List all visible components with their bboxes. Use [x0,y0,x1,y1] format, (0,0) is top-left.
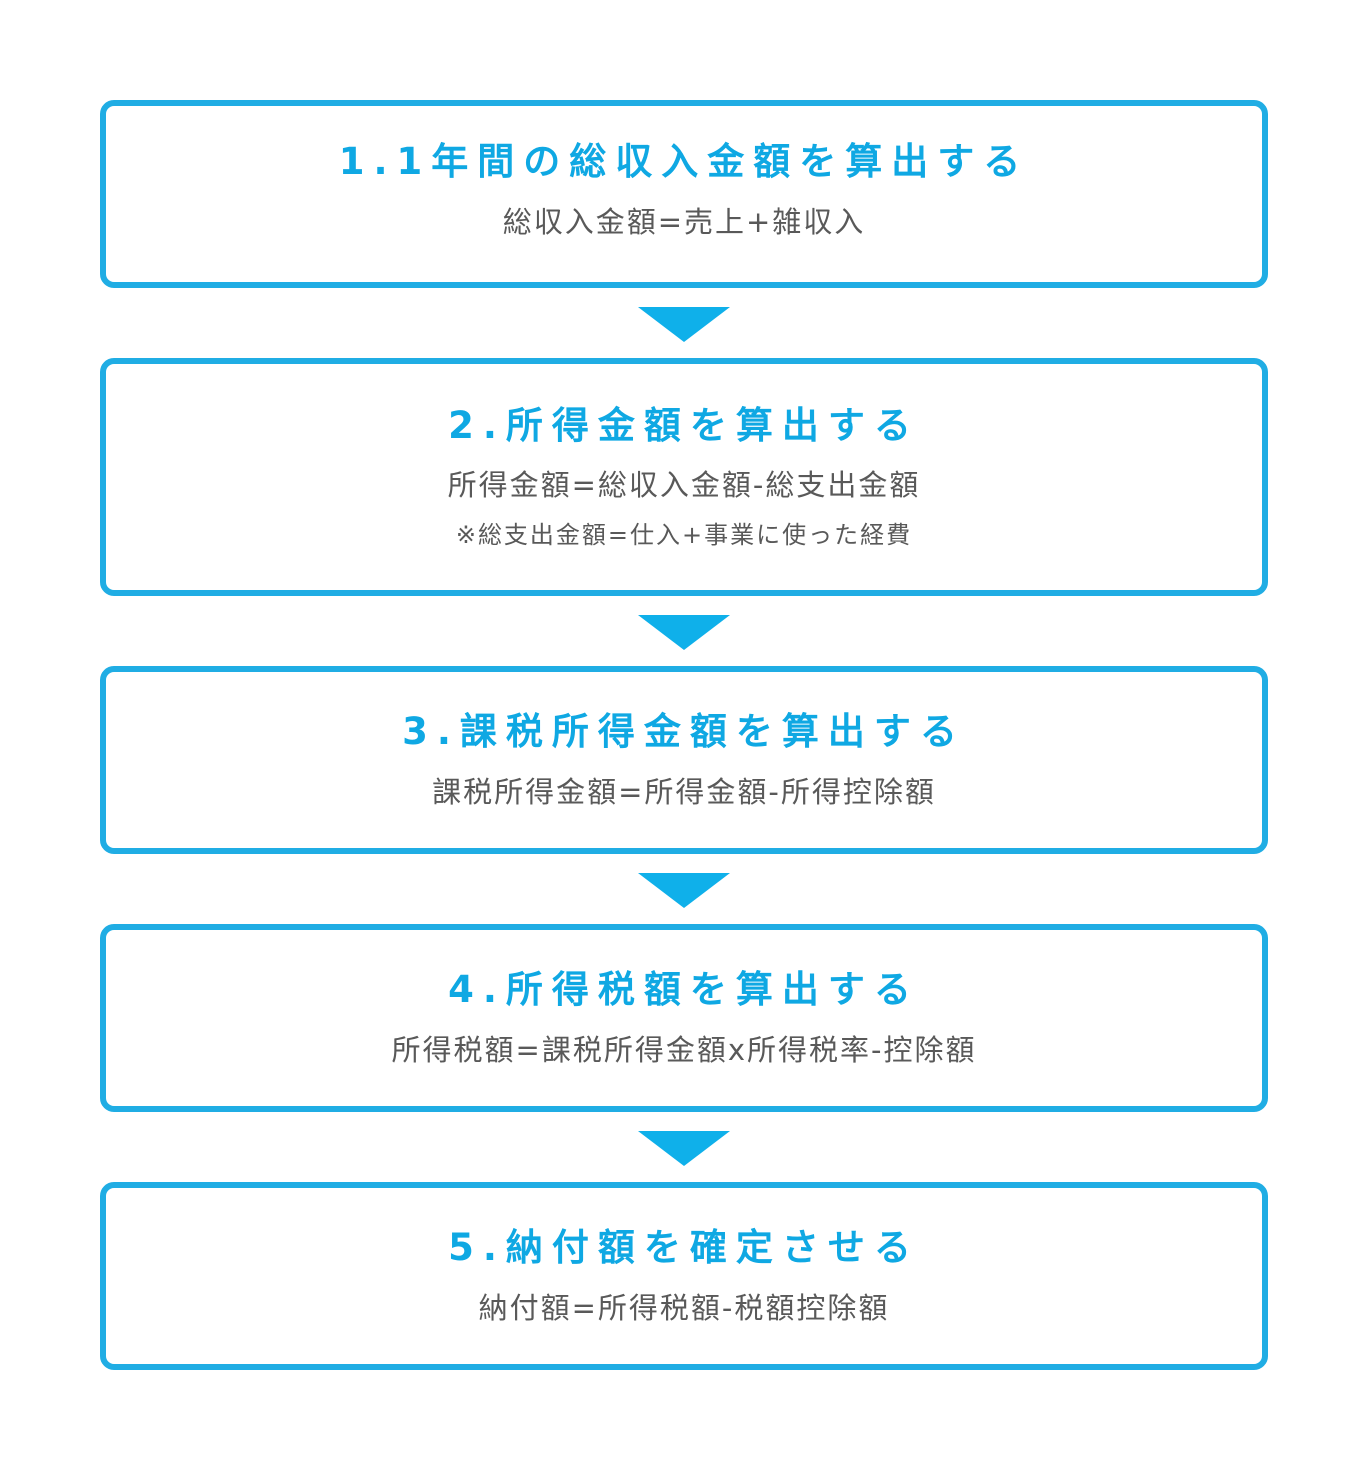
step-2-title: 2.所得金額を算出する [448,404,920,447]
step-1-box: 1.1年間の総収入金額を算出する 総収入金額=売上+雑収入 [100,100,1268,288]
step-1-title: 1.1年間の総収入金額を算出する [338,140,1030,184]
arrow-down-icon [638,307,730,342]
step-5-box: 5.納付額を確定させる 納付額=所得税額-税額控除額 [100,1182,1268,1370]
step-4-title: 4.所得税額を算出する [448,968,920,1012]
step-3-box: 3.課税所得金額を算出する 課税所得金額=所得金額-所得控除額 [100,666,1268,854]
step-5-title: 5.納付額を確定させる [448,1226,920,1270]
step-4-formula: 所得税額=課税所得金額x所得税率-控除額 [391,1032,977,1067]
arrow-down-icon [638,1131,730,1166]
step-3-formula: 課税所得金額=所得金額-所得控除額 [432,774,936,809]
step-2-formula: 所得金額=総収入金額-総支出金額 [447,468,921,503]
step-1-formula: 総収入金額=売上+雑収入 [502,204,866,239]
step-4-box: 4.所得税額を算出する 所得税額=課税所得金額x所得税率-控除額 [100,924,1268,1112]
step-5-formula: 納付額=所得税額-税額控除額 [478,1290,890,1325]
arrow-down-icon [638,873,730,908]
step-2-note: ※総支出金額=仕入+事業に使った経費 [455,521,913,550]
step-3-title: 3.課税所得金額を算出する [402,710,966,754]
step-2-box: 2.所得金額を算出する 所得金額=総収入金額-総支出金額 ※総支出金額=仕入+事… [100,358,1268,596]
arrow-down-icon [638,615,730,650]
